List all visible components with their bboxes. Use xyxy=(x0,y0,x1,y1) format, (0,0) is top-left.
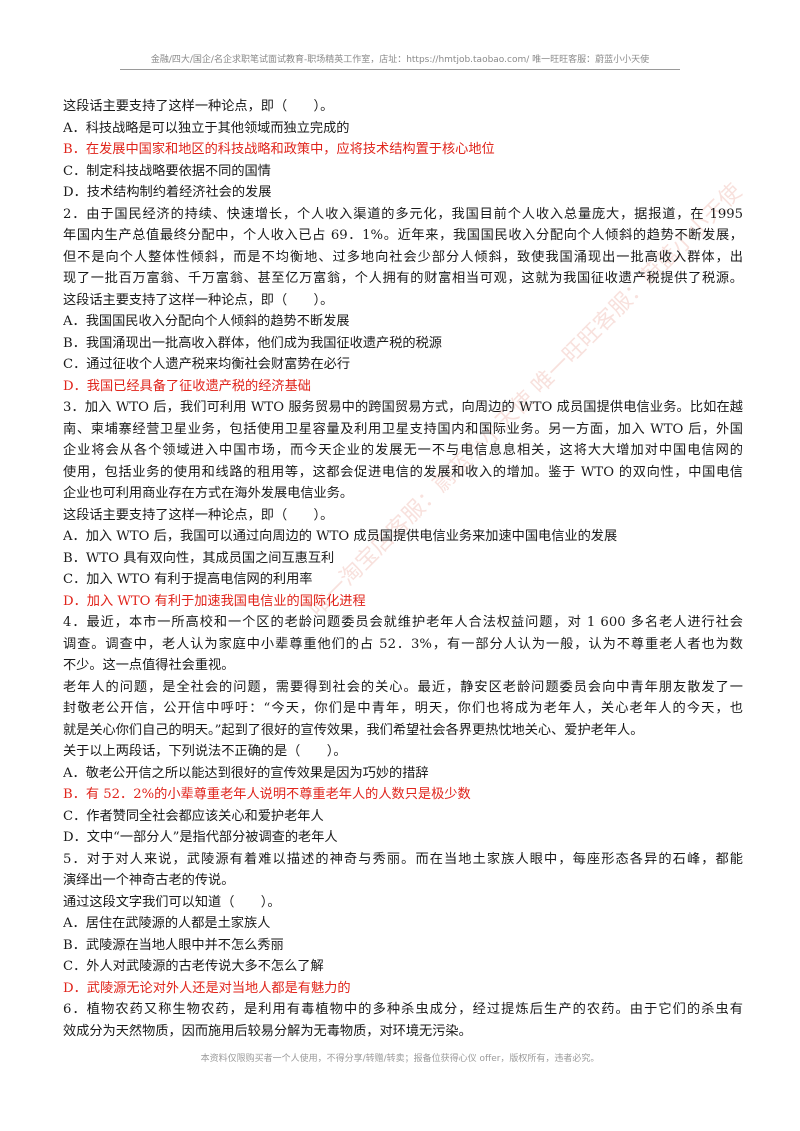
text-line: 演绎出一个神奇古老的传说。 xyxy=(63,873,235,888)
text-line: 效成分为天然物质，因而施用后较易分解为无毒物质，对环境无污染。 xyxy=(63,1023,472,1039)
answer-line: D．加入 WTO 有利于加速我国电信业的国际化进程 xyxy=(63,593,366,609)
text-line: 使用，包括业务的使用和线路的租用等，这都会促进电信的发展和收入的增加。鉴于 WT… xyxy=(63,464,743,480)
text-line: 通过这段文字我们可以知道（ ）。 xyxy=(63,894,281,910)
text-line: C．作者赞同全社会都应该关心和爱护老年人 xyxy=(63,808,324,824)
text-line: 调查。调查中，老人认为家庭中小辈尊重他们的占 52．3%，有一部分人认为一般，认… xyxy=(63,636,743,652)
text-line: A．加入 WTO 后，我国可以通过向周边的 WTO 成员国提供电信业务来加速中国… xyxy=(63,529,618,544)
answer-line: D．我国已经具备了征收遗产税的经济基础 xyxy=(63,378,311,394)
text-line: C．制定科技战略要依据不同的国情 xyxy=(63,163,271,179)
text-line: 3．加入 WTO 后，我们可利用 WTO 服务贸易中的跨国贸易方式，向周边的 W… xyxy=(63,400,743,415)
text-line: 6．植物农药又称生物农药，是利用有毒植物中的多种杀虫成分，经过提炼后生产的农药。… xyxy=(63,1002,743,1017)
text-line: B．我国涌现出一批高收入群体，他们成为我国征收遗产税的税源 xyxy=(63,335,442,351)
text-line: 这段话主要支持了这样一种论点，即（ ）。 xyxy=(63,507,334,523)
text-line: A．敬老公开信之所以能达到很好的宣传效果是因为巧妙的措辞 xyxy=(63,765,429,781)
document-body: 这段话主要支持了这样一种论点，即（ ）。 A．科技战略是可以独立于其他领域而独立完… xyxy=(63,96,743,1042)
page-footer: 本资料仅限购买者一个人使用，不得分享/转赠/转卖；报备位获得心仪 offer，版… xyxy=(200,1054,600,1064)
text-line: 但不是向个人整体性倾斜，而是不均衡地、过多地向社会少部分人倾斜，致使我国涌现出一… xyxy=(63,249,743,265)
header-rule xyxy=(120,69,680,70)
text-line: 关于以上两段话，下列说法不正确的是（ ）。 xyxy=(63,744,347,759)
text-line: 现了一批百万富翁、千万富翁、甚至亿万富翁，个人拥有的财富相当可观，这就为我国征收… xyxy=(63,271,743,286)
text-line: B．WTO 具有双向性，其成员国之间互惠互利 xyxy=(63,550,335,566)
text-line: 2．由于国民经济的持续、快速增长，个人收入渠道的多元化，我国目前个人收入总量庞大… xyxy=(63,206,743,222)
answer-line: B．有 52．2%的小辈尊重老年人说明不尊重老年人的人数只是极少数 xyxy=(63,787,471,802)
text-line: 就是关心你们自己的明天。”起到了很好的宣传效果，我们希望社会各界更热忱地关心、爱… xyxy=(63,722,644,738)
page-header: 金融/四大/国企/名企求职笔试面试教育-职场精英工作室，店址：https://h… xyxy=(150,55,650,65)
text-line: C．通过征收个人遗产税来均衡社会财富势在必行 xyxy=(63,357,351,372)
text-line: 这段话主要支持了这样一种论点，即（ ）。 xyxy=(63,99,334,114)
answer-line: B．在发展中国家和地区的科技战略和政策中，应将技术结构置于核心地位 xyxy=(63,142,495,157)
text-line: 南、柬埔寨经营卫星业务，包括使用卫星容量及利用卫星支持国内和国际业务。另一方面，… xyxy=(63,421,743,437)
answer-line: D．武陵源无论对外人还是对当地人都是有魅力的 xyxy=(63,980,351,996)
text-line: 5．对于对人来说，武陵源有着难以描述的神奇与秀丽。而在当地土家族人眼中，每座形态… xyxy=(63,851,743,867)
text-line: 4．最近，本市一所高校和一个区的老龄问题委员会就维护老年人合法权益问题，对 1 … xyxy=(63,615,743,630)
text-line: 年国内生产总值最终分配中，个人收入已占 69．1%。近年来，我国国民收入分配向个… xyxy=(63,228,743,243)
text-line: D．文中“一部分人”是指代部分被调查的老年人 xyxy=(63,830,338,845)
text-line: 不少。这一点值得社会重视。 xyxy=(63,658,235,673)
text-line: 企业也可利用商业存在方式在海外发展电信业务。 xyxy=(63,486,354,501)
text-line: C．加入 WTO 有利于提高电信网的利用率 xyxy=(63,572,313,587)
text-line: A．科技战略是可以独立于其他领域而独立完成的 xyxy=(63,120,350,136)
text-line: D．技术结构制约着经济社会的发展 xyxy=(63,185,272,200)
text-line: 企业将会从各个领域进入中国市场，而今天企业的发展无一不与电信息息相关，这将大大增… xyxy=(63,443,743,458)
text-line: C．外人对武陵源的古老传说大多不怎么了解 xyxy=(63,959,324,974)
text-line: 封敬老公开信，公开信中呼吁：“今天，你们是中青年，明天，你们也将成为老年人，关心… xyxy=(63,701,743,716)
text-line: B．武陵源在当地人眼中并不怎么秀丽 xyxy=(63,937,284,953)
text-line: A．居住在武陵源的人都是土家族人 xyxy=(63,916,271,931)
text-line: 老年人的问题，是全社会的问题，需要得到社会的关心。最近，静安区老龄问题委员会向中… xyxy=(63,679,743,695)
text-line: A．我国国民收入分配向个人倾斜的趋势不断发展 xyxy=(63,314,350,329)
text-line: 这段话主要支持了这样一种论点，即（ ）。 xyxy=(63,292,334,308)
